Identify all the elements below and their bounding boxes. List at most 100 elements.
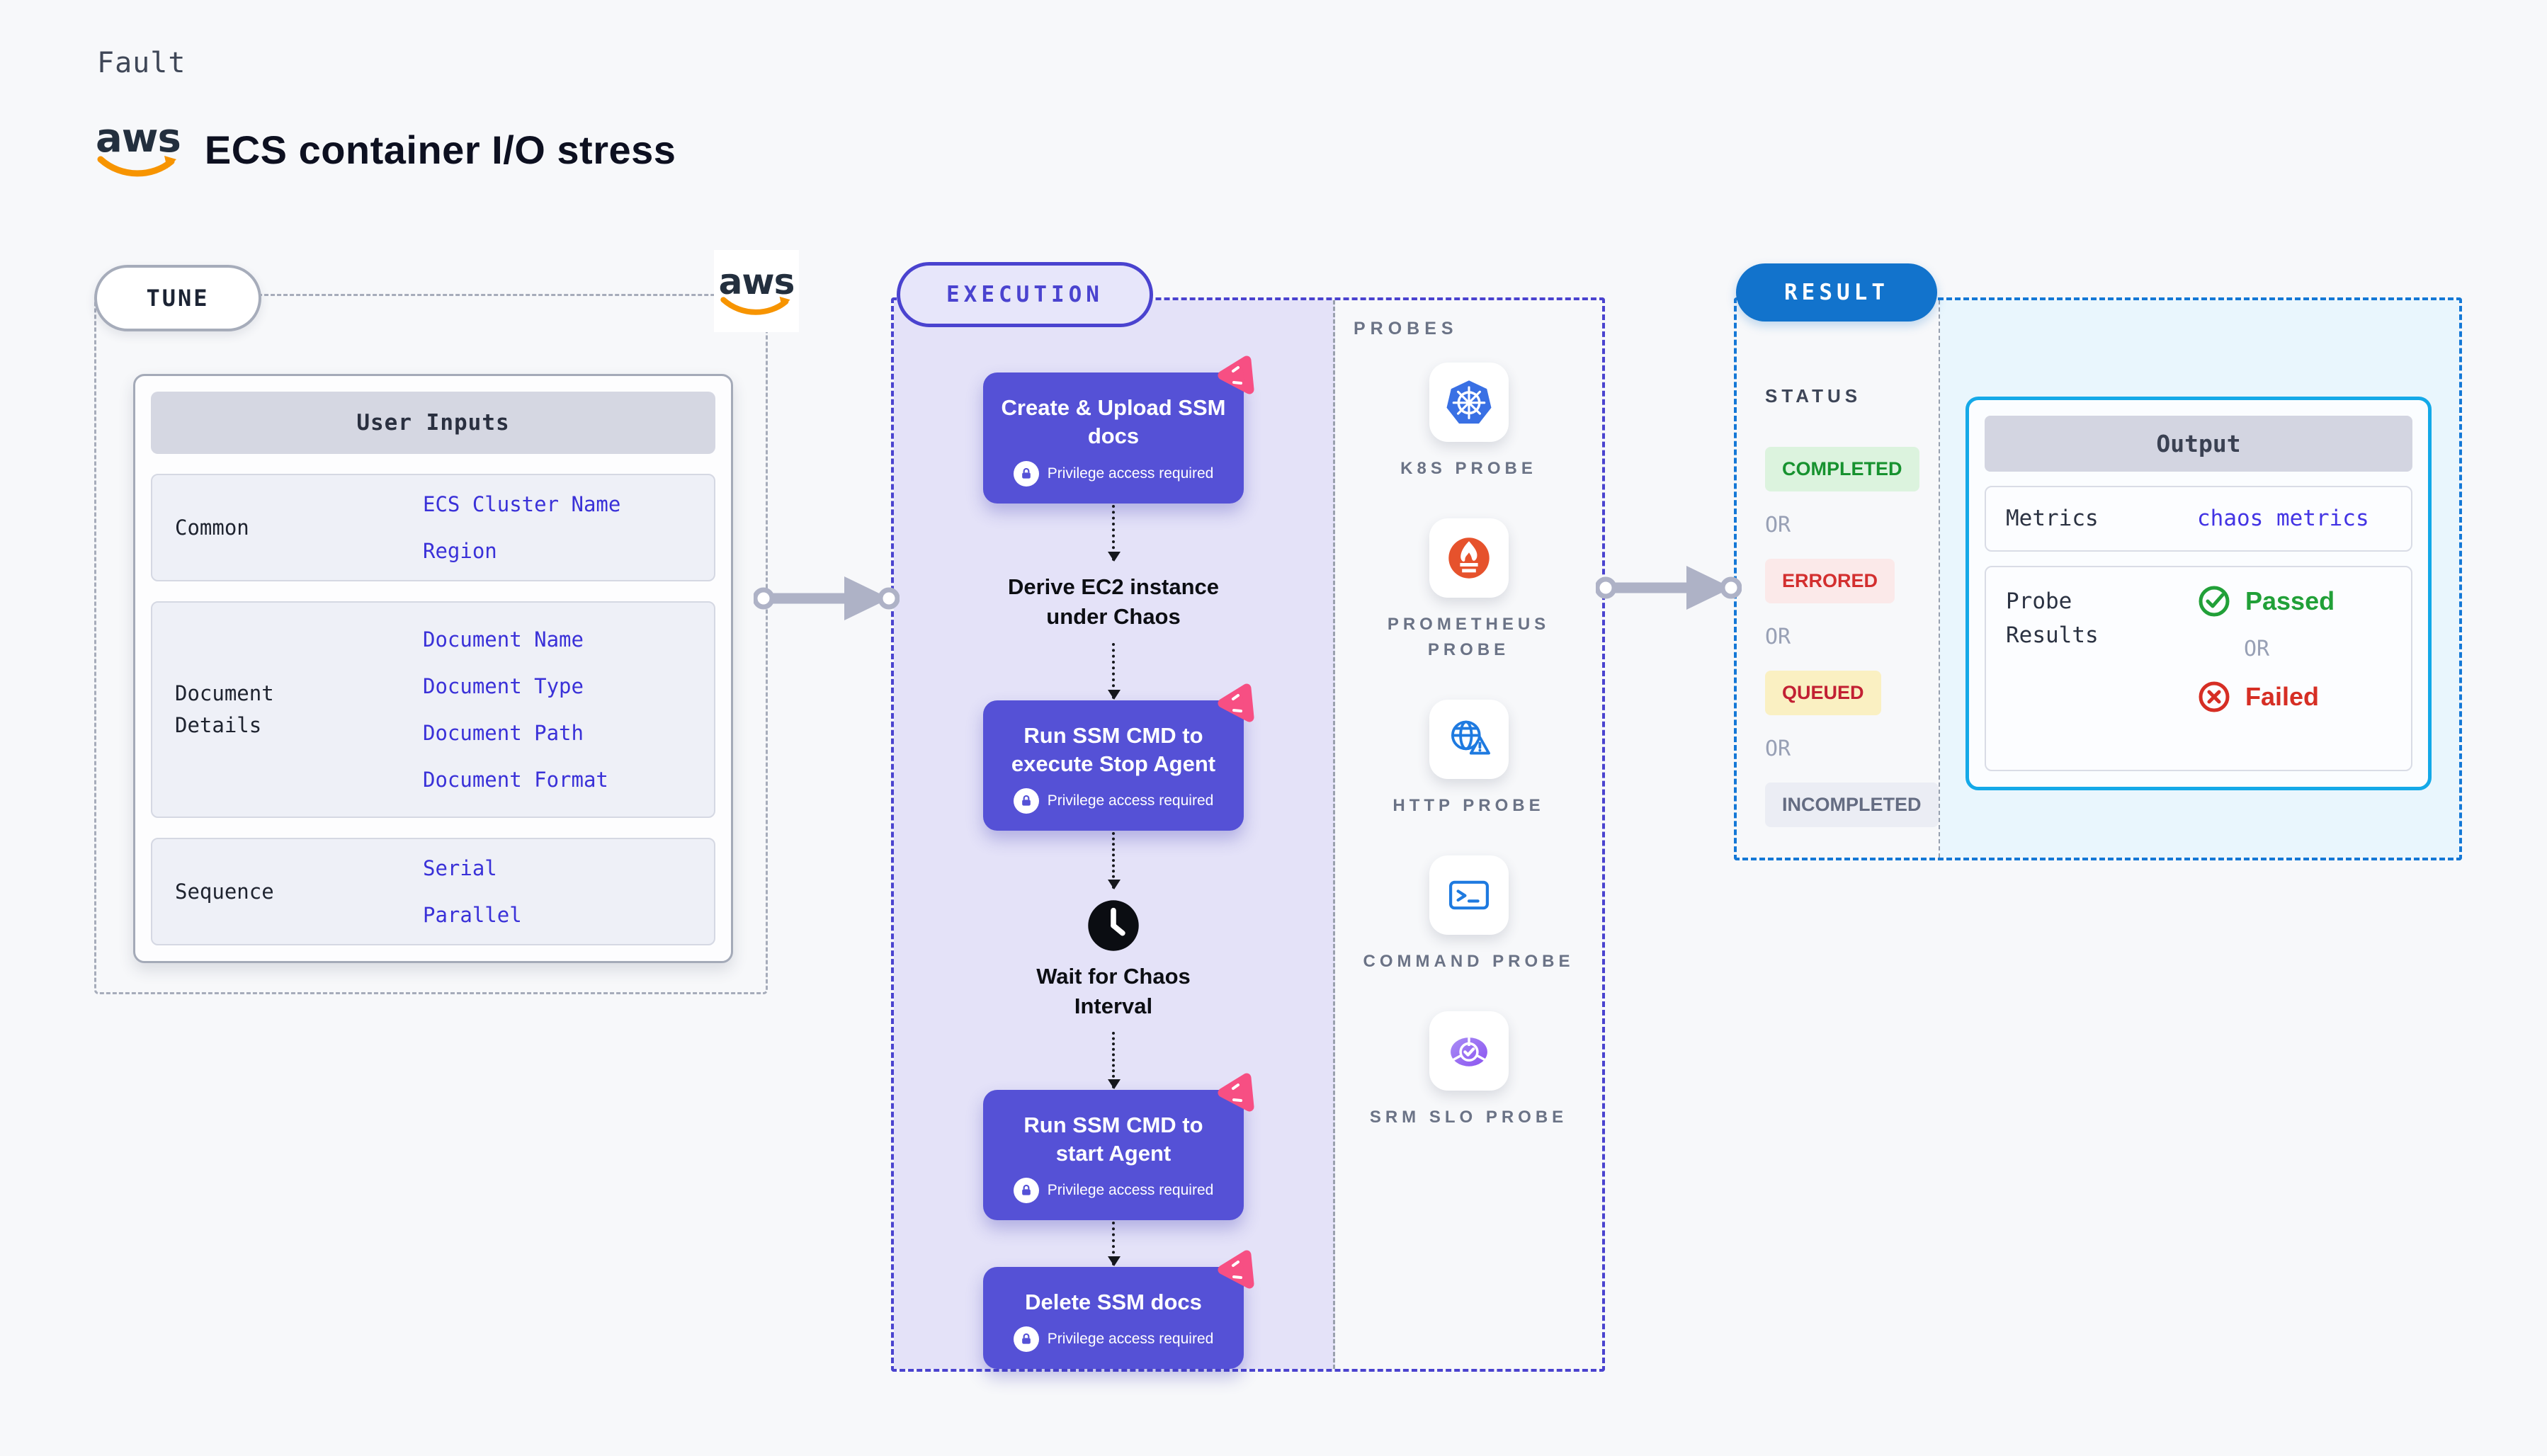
- probes-column: PROBES K8S PROBE: [1335, 300, 1602, 1369]
- page-header: aws ECS container I/O stress: [96, 119, 676, 180]
- metrics-row: Metrics chaos metrics: [1985, 485, 2412, 552]
- metrics-label: Metrics: [2006, 506, 2099, 532]
- user-inputs-row-sequence: Sequence Serial Parallel: [151, 838, 715, 945]
- privilege-note: Privilege access required: [1047, 1331, 1214, 1348]
- input-document-name: Document Name: [423, 627, 584, 652]
- result-output-area: Output Metrics chaos metrics Probe Resul…: [1940, 300, 2459, 858]
- srm-slo-icon: [1429, 1011, 1509, 1091]
- aws-smile-icon: [97, 156, 176, 177]
- probe-http: HTTP PROBE: [1363, 700, 1575, 819]
- execution-flow-column: Create & Upload SSM docs Privilege acces…: [894, 300, 1335, 1370]
- chaos-badge-icon: [1218, 683, 1254, 722]
- lock-icon: [1013, 788, 1039, 814]
- step-wait-for-chaos-interval: Wait for Chaos Interval: [1036, 963, 1191, 1018]
- status-badge-queued: QUEUED: [1765, 671, 1881, 715]
- status-label: STATUS: [1765, 385, 1862, 406]
- input-serial: Serial: [423, 856, 497, 881]
- chaos-badge-icon: [1218, 356, 1254, 394]
- flow-connector: [1108, 832, 1121, 890]
- input-document-type: Document Type: [423, 674, 584, 699]
- x-circle-icon: [2199, 681, 2230, 712]
- aws-logo-badge: aws: [714, 250, 799, 332]
- input-ecs-cluster-name: ECS Cluster Name: [423, 492, 621, 517]
- privilege-note: Privilege access required: [1047, 1182, 1214, 1199]
- row-label: Common: [175, 515, 249, 540]
- execution-pill: EXECUTION: [897, 262, 1153, 327]
- status-badge-completed: COMPLETED: [1765, 447, 1919, 491]
- input-document-path: Document Path: [423, 721, 584, 746]
- clock-icon: [1087, 899, 1140, 956]
- or-label: OR: [1765, 736, 1791, 761]
- status-badge-errored: ERRORED: [1765, 559, 1895, 603]
- result-pill: RESULT: [1736, 263, 1937, 322]
- output-card: Output Metrics chaos metrics Probe Resul…: [1965, 397, 2432, 790]
- step-derive-ec2-instance: Derive EC2 instance under Chaos: [1007, 574, 1220, 629]
- passed-label: Passed: [2245, 586, 2335, 615]
- probe-results-label: Probe Results: [2006, 588, 2099, 649]
- aws-logo-text: aws: [718, 261, 795, 302]
- probe-command: COMMAND PROBE: [1363, 855, 1575, 974]
- user-inputs-row-document-details: Document Details Document Name Document …: [151, 601, 715, 819]
- input-region: Region: [423, 539, 497, 564]
- lock-icon: [1013, 1178, 1039, 1204]
- flow-connector: [1108, 1222, 1121, 1267]
- tune-section: [94, 294, 768, 994]
- chaos-badge-icon: [1218, 1250, 1254, 1289]
- probe-label: SRM SLO PROBE: [1369, 1108, 1568, 1127]
- probe-label: HTTP PROBE: [1392, 796, 1545, 815]
- probe-result-passed: Passed: [2197, 584, 2335, 618]
- user-inputs-card: User Inputs Common ECS Cluster Name Regi…: [133, 374, 733, 963]
- probe-results-row: Probe Results Passed OR: [1985, 566, 2412, 771]
- probe-label: K8S PROBE: [1400, 459, 1537, 478]
- or-label: OR: [2244, 637, 2270, 661]
- step-create-upload-ssm-docs: Create & Upload SSM docs Privilege acces…: [983, 356, 1254, 504]
- input-parallel: Parallel: [423, 903, 522, 928]
- flow-connector: [1108, 504, 1121, 562]
- fault-label: Fault: [97, 47, 186, 79]
- status-column: STATUS COMPLETED OR ERRORED OR QUEUED OR…: [1737, 300, 1940, 858]
- flow-connector: [1108, 1032, 1121, 1089]
- output-header: Output: [1985, 416, 2412, 472]
- flow-connector: [1108, 642, 1121, 700]
- probe-label: PROMETHEUS PROBE: [1387, 615, 1550, 659]
- step-title: Run SSM CMD to start Agent: [1023, 1112, 1203, 1166]
- row-label: Document Details: [175, 681, 274, 738]
- chaos-badge-icon: [1218, 1073, 1254, 1112]
- step-title: Create & Upload SSM docs: [1001, 395, 1226, 449]
- probes-label: PROBES: [1354, 319, 1458, 339]
- result-section: STATUS COMPLETED OR ERRORED OR QUEUED OR…: [1734, 297, 2462, 860]
- check-circle-icon: [2199, 586, 2230, 617]
- probe-k8s: K8S PROBE: [1363, 363, 1575, 482]
- lock-icon: [1013, 460, 1039, 487]
- aws-logo: aws: [719, 264, 795, 318]
- or-label: OR: [1765, 513, 1791, 538]
- probe-srm-slo: SRM SLO PROBE: [1363, 1011, 1575, 1130]
- status-badge-incompleted: INCOMPLETED: [1765, 783, 1939, 827]
- probe-label: COMMAND PROBE: [1363, 952, 1575, 971]
- step-title: Run SSM CMD to execute Stop Agent: [1011, 722, 1216, 777]
- prometheus-icon: [1429, 518, 1509, 598]
- step-title: Delete SSM docs: [1025, 1289, 1202, 1314]
- lock-icon: [1013, 1326, 1039, 1353]
- aws-smile-icon: [720, 296, 790, 315]
- execution-to-result-arrow-icon: [1596, 566, 1742, 610]
- privilege-note: Privilege access required: [1047, 792, 1214, 809]
- input-document-format: Document Format: [423, 768, 608, 792]
- privilege-note: Privilege access required: [1047, 465, 1214, 482]
- metrics-value: chaos metrics: [2197, 506, 2369, 532]
- or-label: OR: [1765, 625, 1791, 649]
- terminal-icon: [1429, 855, 1509, 935]
- row-label: Sequence: [175, 879, 274, 904]
- failed-label: Failed: [2245, 682, 2320, 711]
- user-inputs-header: User Inputs: [151, 392, 715, 455]
- aws-logo: aws: [96, 119, 181, 180]
- kubernetes-icon: [1429, 363, 1509, 442]
- probe-result-failed: Failed: [2197, 680, 2335, 714]
- user-inputs-row-common: Common ECS Cluster Name Region: [151, 474, 715, 582]
- tune-pill: TUNE: [94, 265, 261, 331]
- execution-section: Create & Upload SSM docs Privilege acces…: [891, 297, 1605, 1372]
- step-run-ssm-cmd-stop-agent: Run SSM CMD to execute Stop Agent Privil…: [983, 683, 1254, 831]
- page-title: ECS container I/O stress: [204, 127, 676, 172]
- probe-prometheus: PROMETHEUS PROBE: [1363, 518, 1575, 663]
- step-run-ssm-cmd-start-agent: Run SSM CMD to start Agent Privilege acc…: [983, 1073, 1254, 1221]
